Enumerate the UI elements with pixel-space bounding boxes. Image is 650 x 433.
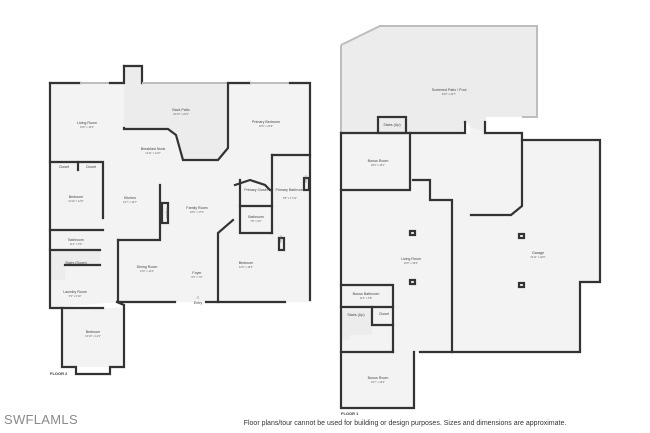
room-dimensions: 11'4" x 5'0" — [70, 242, 83, 246]
room-label: Closet — [59, 165, 69, 169]
room-label: Primary Bedroom — [252, 120, 280, 124]
room-label: Bathroom — [248, 215, 264, 219]
room-label: Closet — [86, 165, 96, 169]
room-dimensions: 18'0" x 17'0" — [190, 210, 204, 214]
room-label: Stairs (Up) — [347, 313, 364, 317]
room-label: Primary Bathroom — [276, 188, 305, 192]
room-dimensions: 31'11" x 40'0" — [530, 255, 546, 259]
room-label: Closet — [379, 312, 389, 316]
screened-patio-area — [341, 26, 537, 133]
room-label: Closet — [304, 175, 308, 183]
room-dimensions: 13'7" x 16'7" — [123, 200, 137, 204]
room-label: Living Room — [401, 257, 421, 261]
room-label: Kitchen — [124, 196, 136, 200]
room-dimensions: 8'5" x 17'11" — [283, 196, 297, 200]
room-label: Foyer — [192, 271, 202, 275]
floor-1-title: FLOOR 1 — [341, 411, 359, 416]
room-dimensions: 12'11" x 12'0" — [145, 151, 161, 155]
room-label: Bathroom — [68, 238, 84, 242]
room-dimensions: 8'3" x 7'0" — [191, 275, 202, 279]
room-label: Stairs (Up) — [383, 123, 400, 127]
room-label: Bedroom — [86, 330, 101, 334]
room-label: Stairs (Down) — [65, 261, 87, 265]
room-dimensions: 15'10" x 14'3" — [85, 334, 101, 338]
entry-arrow-icon: △ — [197, 295, 201, 299]
room-dimensions: 7'8" x 6'0" — [250, 219, 261, 223]
floor-2-plan — [48, 64, 312, 376]
floor-1-plan — [339, 25, 602, 410]
room-label: Bedroom — [239, 261, 254, 265]
room-label: Garage — [532, 251, 544, 255]
room-dimensions: 11'10" x 12'0" — [68, 199, 84, 203]
room-dimensions: 26'0" x 36'0" — [404, 261, 418, 265]
floor-1-area — [341, 123, 600, 408]
stairs-up-area — [341, 310, 372, 340]
room-label: Bonus Room — [368, 159, 389, 163]
room-dimensions: 11'6" x 6'8" — [360, 296, 373, 300]
room-dimensions: 16'0" x 16'0" — [80, 125, 94, 129]
room-dimensions: 16'7" x 15'2" — [371, 380, 385, 384]
room-label: Back Patio — [172, 108, 189, 112]
room-label: Closet — [279, 235, 283, 243]
fireplace-icon — [160, 201, 170, 225]
room-dimensions: 20'0" x 22'9" — [259, 124, 273, 128]
room-label: Family Room — [186, 206, 207, 210]
room-label: Dining Room — [137, 265, 158, 269]
disclaimer-text: Floor plans/tour cannot be used for buil… — [243, 420, 567, 427]
fireplace-label: Fireplace — [165, 208, 169, 219]
room-label: Laundry Room — [63, 290, 87, 294]
watermark-logo: SWFLAMLS — [4, 412, 78, 427]
room-label: Primary Closet — [244, 188, 268, 192]
room-dimensions: 18'3" x 15'1" — [371, 163, 385, 167]
room-label: Bonus Room — [368, 376, 389, 380]
room-label: Living Room — [77, 121, 97, 125]
room-label: Bedroom — [69, 195, 84, 199]
room-dimensions: 5'3" x 6'10" — [69, 294, 82, 298]
room-label: Entry — [194, 301, 203, 305]
room-label: Breakfast Nook — [141, 147, 166, 151]
floor-2-area — [50, 66, 310, 367]
floor-2-title: FLOOR 2 — [50, 371, 68, 376]
room-label: Screened Patio / Pool — [432, 88, 467, 92]
room-dimensions: 20'10" x 22'3" — [173, 112, 189, 116]
back-patio-area — [124, 66, 228, 160]
room-dimensions: 13'0" x 14'0" — [140, 269, 154, 273]
room-dimensions: 46'0" x 26'7" — [442, 92, 456, 96]
room-label: Bonus Bathroom — [353, 292, 380, 296]
room-dimensions: 12'0" x 18'4" — [239, 265, 253, 269]
